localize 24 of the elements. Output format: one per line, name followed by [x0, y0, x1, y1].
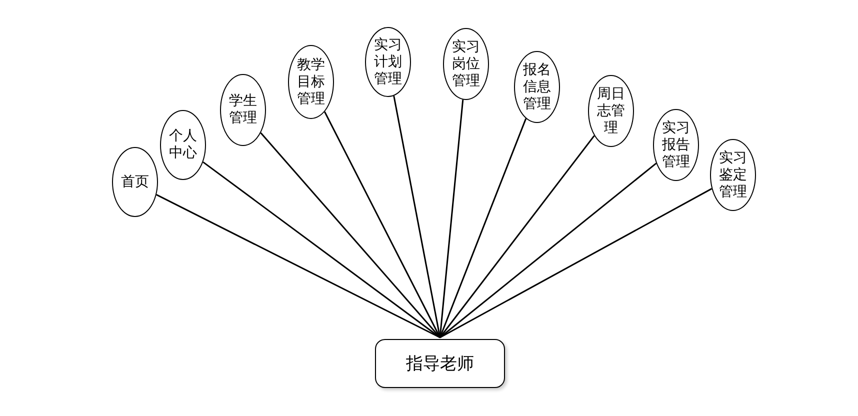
connector-line — [439, 100, 464, 338]
connector-line — [393, 96, 441, 338]
node-label: 实习计划管理 — [373, 36, 403, 88]
connector-line — [439, 118, 527, 338]
connector-line — [439, 135, 595, 338]
node-label: 教学目标管理 — [296, 56, 326, 108]
connector-line — [156, 194, 440, 338]
connector-line — [202, 161, 440, 338]
connector-line — [324, 111, 441, 338]
node-label: 指导老师 — [406, 352, 474, 374]
node-label: 实习岗位管理 — [451, 38, 481, 90]
node-label: 个人中心 — [168, 128, 198, 162]
connector-line — [440, 188, 712, 338]
node-label: 学生管理 — [228, 93, 258, 127]
connector-line — [440, 162, 657, 338]
function-ellipse — [514, 51, 560, 123]
function-ellipse — [288, 45, 334, 119]
role-box — [375, 338, 505, 388]
node-label: 周日志管理 — [596, 86, 626, 136]
node-label: 实习鉴定管理 — [718, 150, 748, 200]
node-label: 首页 — [120, 174, 150, 190]
node-label: 报名信息管理 — [522, 62, 552, 112]
connector-line — [260, 132, 441, 338]
node-label: 实习报告管理 — [661, 120, 691, 170]
